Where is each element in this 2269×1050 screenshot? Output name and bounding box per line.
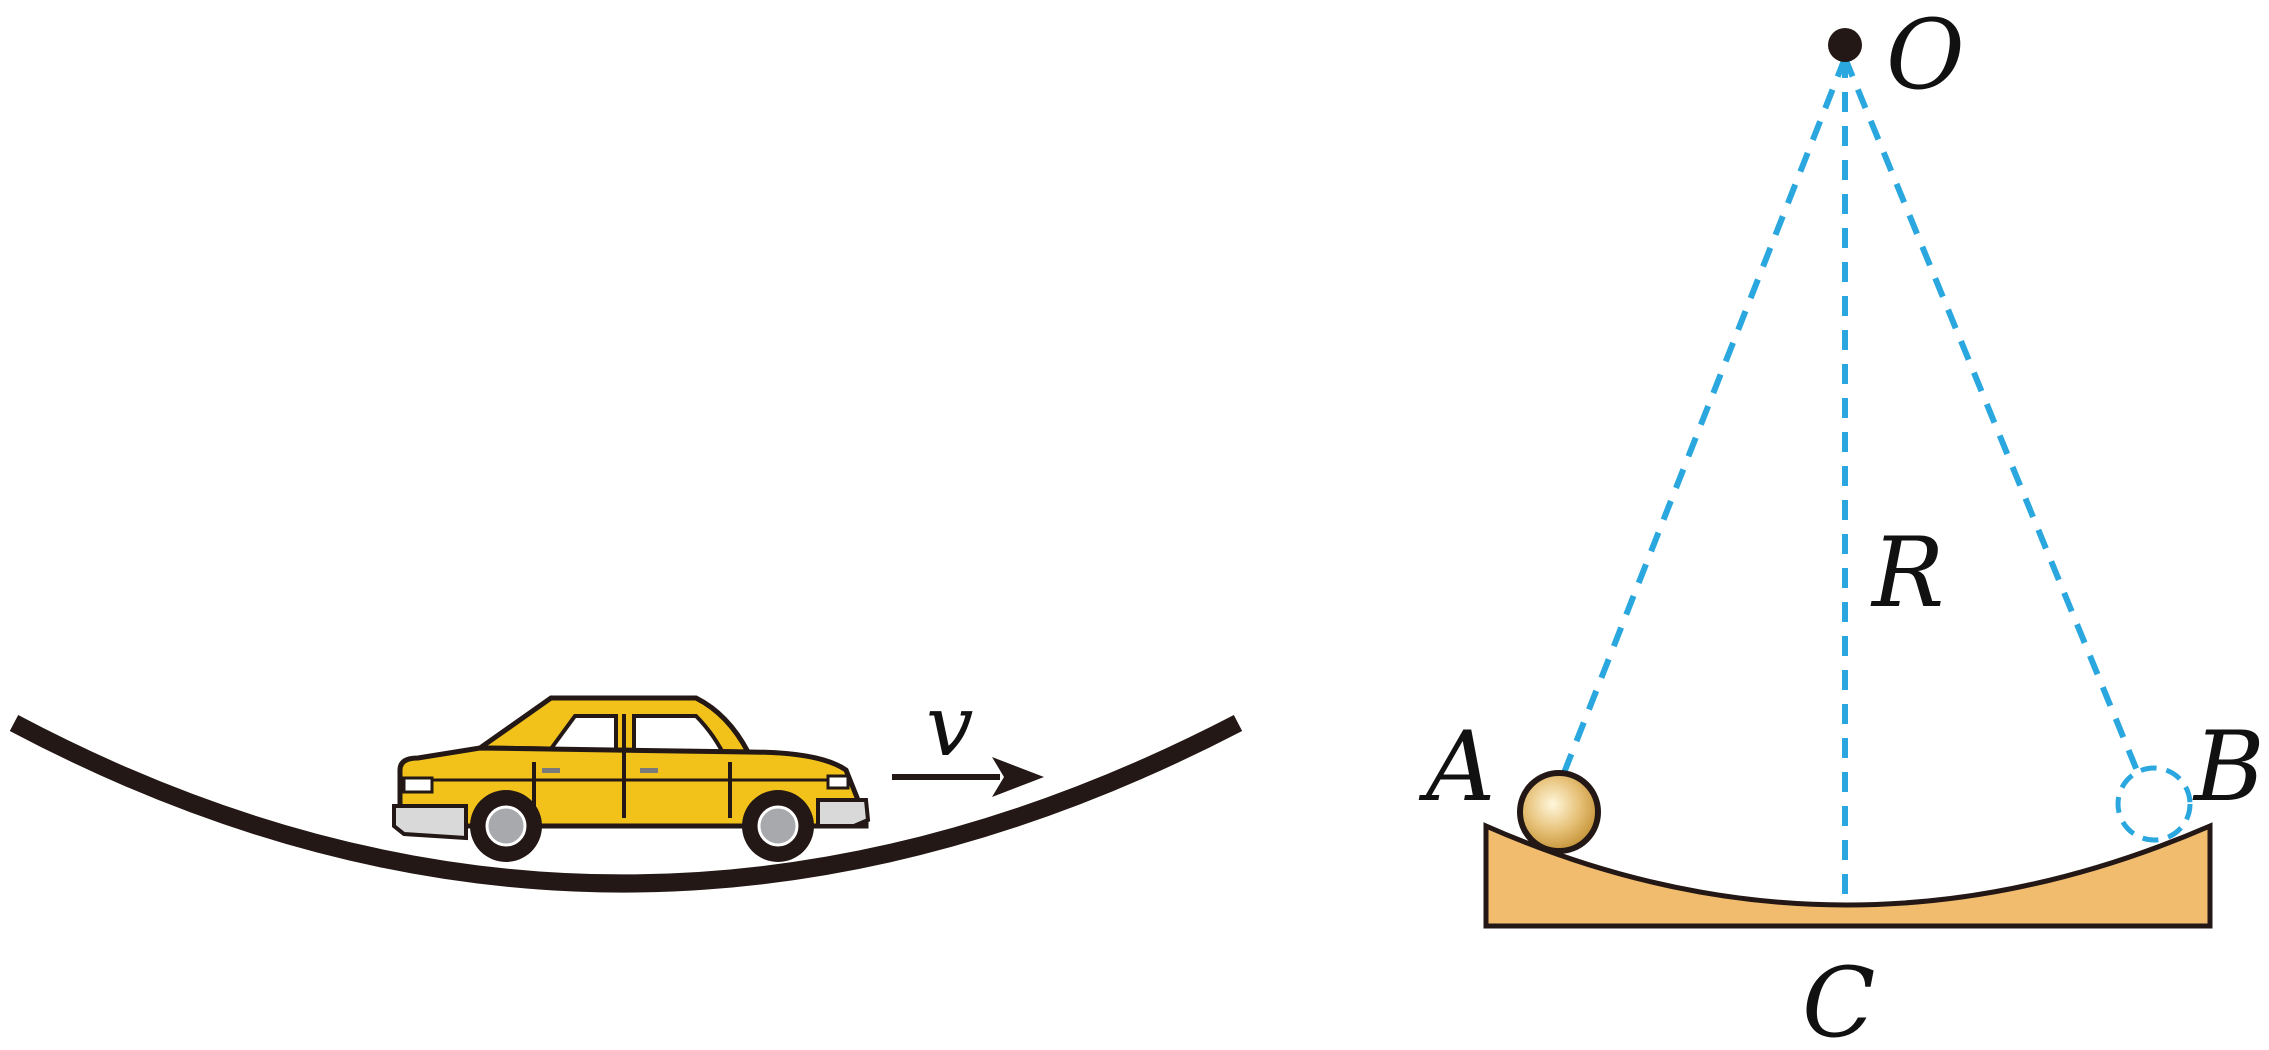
pivot-dot [1828, 28, 1862, 62]
velocity-label: v [926, 677, 973, 775]
ghost-ball-icon [2115, 765, 2193, 843]
car-front-bumper [392, 804, 468, 841]
point-b-label: B [2192, 711, 2265, 823]
point-c-label: C [1802, 947, 1875, 1050]
car-icon [392, 695, 871, 862]
car-headlight [402, 776, 434, 794]
car-taillight [826, 774, 850, 790]
car-handle [640, 768, 658, 773]
car-handle [542, 768, 560, 773]
car-rear-hub [757, 805, 799, 847]
road-scene: v [9, 677, 1243, 893]
bowl-scene: O R A B C [1418, 0, 2265, 1050]
dashed-radius-oa [1559, 56, 1848, 780]
car-rear-bumper [816, 798, 871, 828]
point-a-label: A [1418, 711, 1495, 823]
radius-label: R [1870, 517, 1944, 629]
arrow-right-icon [892, 757, 1044, 797]
bowl [1483, 822, 2213, 929]
pivot-label: O [1886, 0, 1965, 111]
dashed-radius-ob [1842, 56, 2143, 780]
ball-icon [1517, 770, 1601, 854]
curved-road [9, 715, 1243, 893]
car-front-hub [485, 805, 527, 847]
